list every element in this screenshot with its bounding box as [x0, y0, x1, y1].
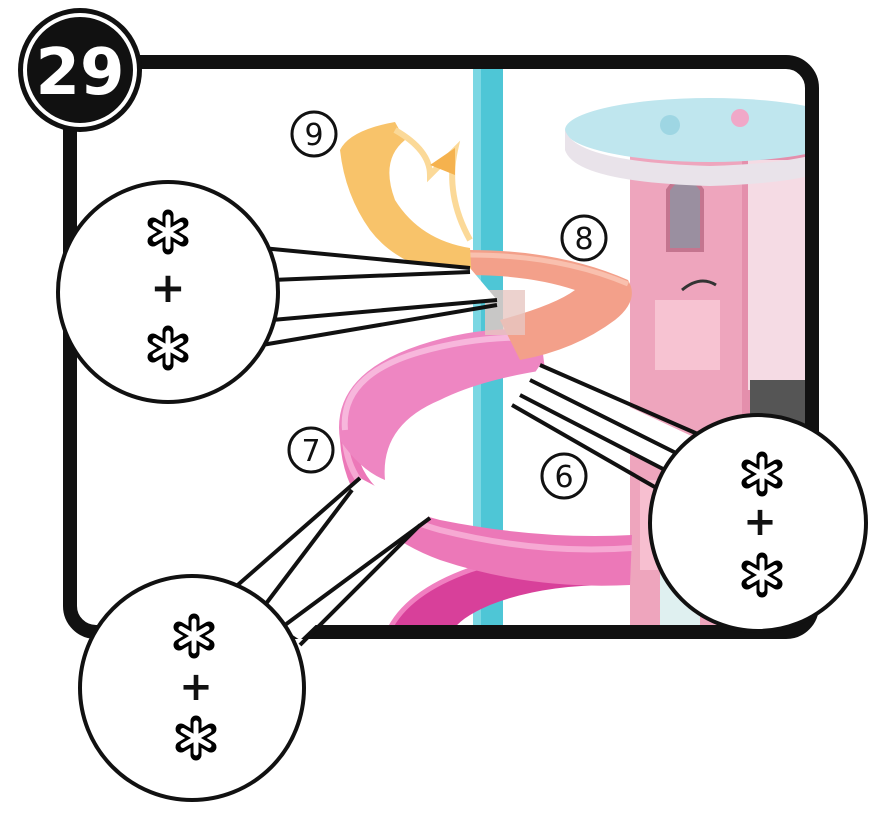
snap-clip-icon	[153, 215, 183, 249]
part-label-7: 7	[289, 428, 333, 472]
snap-clip-icon	[181, 721, 211, 755]
step-badge: 29	[18, 8, 142, 132]
snap-clip-icon	[747, 457, 777, 491]
plus-sign: +	[150, 263, 185, 312]
part-label-7-text: 7	[301, 434, 320, 469]
part-label-6-text: 6	[554, 460, 573, 495]
part-label-6: 6	[542, 454, 586, 498]
part-label-8-text: 8	[574, 222, 593, 257]
plus-sign: +	[743, 499, 777, 545]
plus-sign: +	[179, 664, 213, 710]
step-number: 29	[35, 36, 124, 110]
snap-clip-icon	[153, 331, 183, 365]
part-label-9-text: 9	[304, 118, 323, 153]
part-label-9: 9	[292, 112, 336, 156]
part-label-8: 8	[562, 216, 606, 260]
snap-clip-icon	[179, 619, 209, 653]
snap-clip-icon	[747, 558, 777, 592]
